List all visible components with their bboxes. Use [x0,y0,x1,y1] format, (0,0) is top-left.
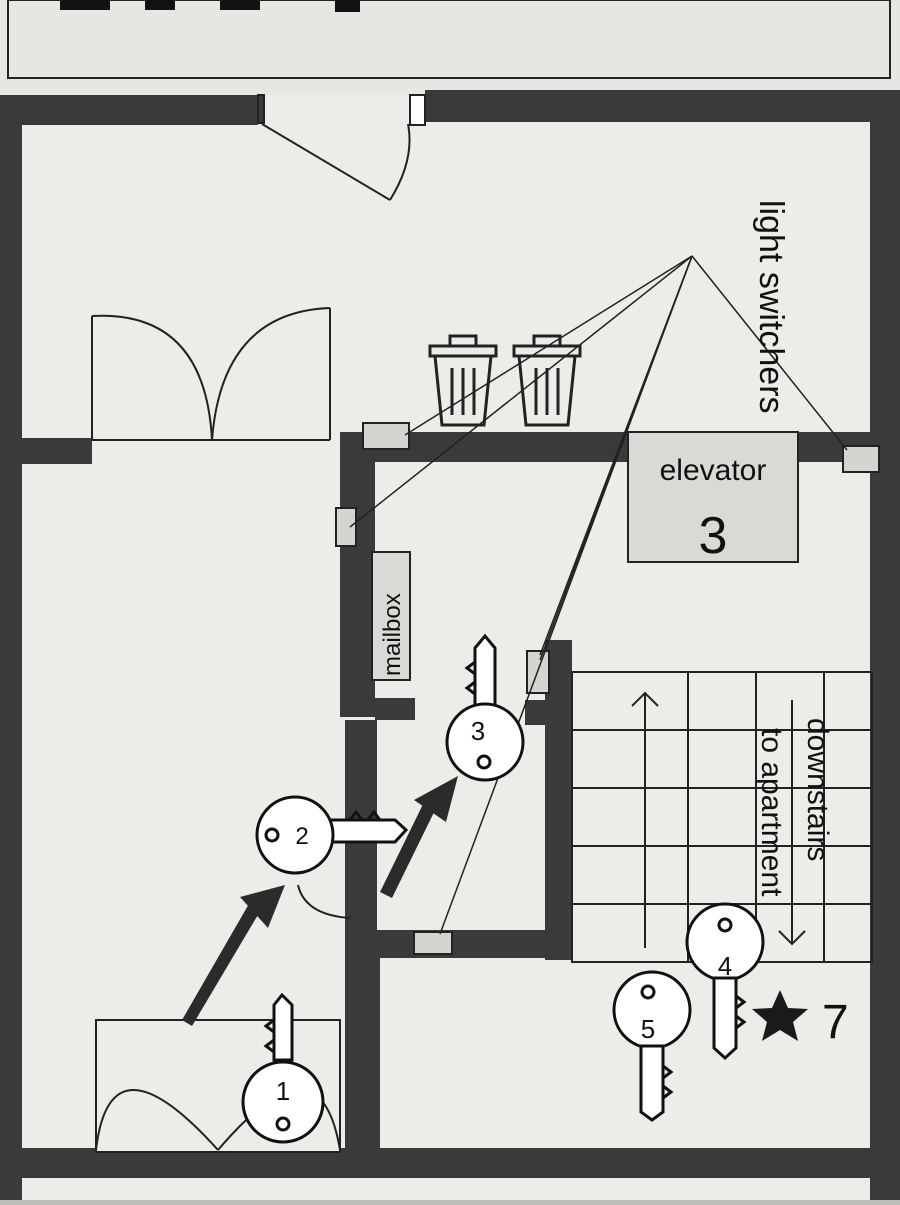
header-strip [0,0,900,95]
star-number: 7 [822,996,849,1049]
side-door [297,884,351,919]
elevator-label: elevator [660,454,767,487]
mailbox-label: mailbox [379,593,406,676]
key-1-icon [241,992,325,1144]
direction-arrow [182,885,285,1026]
key-3-number: 3 [471,716,485,746]
paper-sheet [0,80,900,1200]
entrance-door-top [257,94,426,201]
key-4-number: 4 [718,951,732,981]
key-2-number: 2 [295,823,308,850]
elevator-number: 3 [699,507,728,565]
key-3-icon [445,633,525,782]
key-2-icon [255,795,409,875]
header-title-fragment [220,0,260,10]
downstairs-label: downstairs [801,718,834,861]
header-box [7,0,891,79]
direction-arrow [380,776,458,898]
elevator [627,431,799,563]
switch-pointer-lines [349,255,848,935]
mailbox [371,551,411,681]
star-icon [752,990,808,1041]
stair-up-arrow [631,691,659,948]
header-title-fragment [335,0,360,12]
header-title-fragment [145,0,175,10]
light-label-line1: light switchers [752,200,790,414]
key-5-number: 5 [641,1014,655,1044]
light-switches [335,422,880,955]
double-door-upper [91,307,332,464]
header-title-fragment [60,0,110,10]
key-1-number: 1 [276,1076,290,1106]
to-apartment-label: to apartment [755,728,788,897]
stair-down-arrow [778,700,806,946]
key-5-icon [612,970,692,1122]
key-4-icon [685,902,765,1061]
